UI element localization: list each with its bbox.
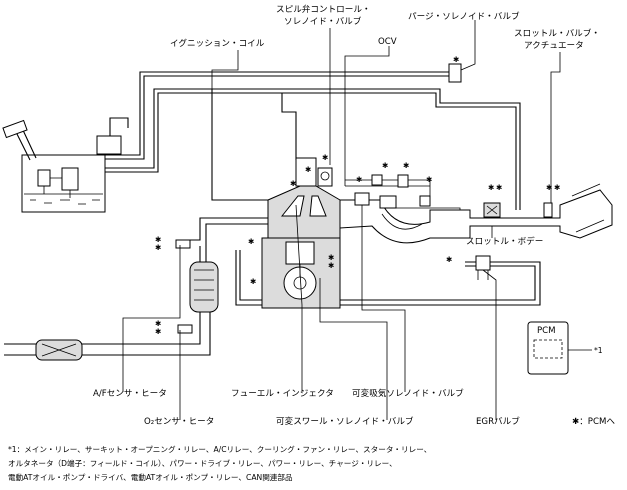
fuel-tank-assembly <box>2 117 129 213</box>
af-sensor-label: A/Fセンサ・ヒータ <box>93 388 167 399</box>
vapor-pipe <box>72 71 456 156</box>
ignition-coil-body <box>295 157 317 187</box>
intake-pipe-inner <box>239 250 536 301</box>
component-labels: スピル弁コントロール・ ソレノイド・バルブ パージ・ソレノイド・バルブ スロット… <box>93 3 615 427</box>
charcoal-canister <box>96 135 122 155</box>
marker: ✱ <box>248 237 255 246</box>
marker: ✱ <box>554 183 561 192</box>
filler-neck <box>15 127 37 161</box>
o2-sensor-body <box>177 324 193 334</box>
variable-intake-label: 可変吸気ソレノイド・バルブ <box>352 387 464 399</box>
purge-pipe-inner <box>76 92 517 210</box>
swirl-valve-body <box>379 195 397 209</box>
pcm-unit <box>527 321 569 375</box>
ocv-label: OCV <box>378 37 397 47</box>
intake-manifold <box>339 189 613 244</box>
purge-valve-label: パージ・ソレノイド・バルブ <box>408 10 520 22</box>
marker: ✱ <box>322 153 329 162</box>
egr-valve-label: EGRバルブ <box>476 415 520 427</box>
marker: ✱ <box>290 179 297 188</box>
marker: ✱ <box>403 161 410 170</box>
marker: ✱ <box>453 55 460 64</box>
pcm-label: PCM <box>537 326 556 336</box>
spill-valve-body <box>317 167 333 187</box>
variable-intake-valve-body <box>354 192 370 206</box>
intake-system <box>339 63 613 280</box>
pcm-box: PCM *1 <box>527 321 603 375</box>
footnote-line2: オルタネータ（D端子：フィールド・コイル）、パワー・ドライブ・リレー、パワー・リ… <box>8 458 397 468</box>
spill-valve-label-line1: スピル弁コントロール・ <box>276 3 371 15</box>
marker: ✱ <box>155 319 162 328</box>
o2-sensor-label: O₂センサ・ヒータ <box>144 416 214 427</box>
exhaust-manifold-pipe-2 <box>205 223 290 246</box>
front-catalyst <box>189 261 219 313</box>
marker: ✱ <box>356 175 363 184</box>
throttle-actuator-label-line2: アクチュエータ <box>524 40 584 51</box>
pcm-legend: ✱：PCMへ <box>572 417 615 427</box>
piston <box>285 241 315 265</box>
marker: ✱ <box>496 183 503 192</box>
crossover-lines <box>345 179 461 215</box>
marker: ✱ <box>305 165 312 174</box>
leader-lines <box>122 20 561 420</box>
swirl-valve-label: 可変スワール・ソレノイド・バルブ <box>276 415 414 427</box>
pipe-network <box>72 71 541 306</box>
marker: ✱ <box>328 253 335 262</box>
marker: ✱ <box>546 183 553 192</box>
spill-valve-label-line2: ソレノイド・バルブ <box>284 15 362 27</box>
marker: ✱ <box>250 277 257 286</box>
pcm-connection-markers: ✱ ✱ ✱ ✱ ✱ ✱ ✱ ✱ ✱ ✱ ✱ ✱ ✱ ✱ ✱ ✱ ✱ ✱ ✱ ✱ … <box>155 55 561 336</box>
marker: ✱ <box>328 261 335 270</box>
ignition-coil-label: イグニッション・コイル <box>170 37 265 49</box>
af-sensor-body <box>175 239 191 249</box>
marker: ✱ <box>426 175 433 184</box>
footnote-line1: *1：メイン・リレー、サーキット・オープニング・リレー、A/Cリレー、クーリング… <box>8 444 431 454</box>
marker: ✱ <box>155 243 162 252</box>
engine-block <box>261 157 341 309</box>
ign-pipe <box>211 89 290 201</box>
footnote: *1：メイン・リレー、サーキット・オープニング・リレー、A/Cリレー、クーリング… <box>8 444 431 482</box>
marker: ✱ <box>155 327 162 336</box>
exhaust-system <box>4 239 219 361</box>
marker: ✱ <box>446 255 453 264</box>
marker: ✱ <box>488 183 495 192</box>
cylinder-head <box>267 185 341 241</box>
marker: ✱ <box>382 161 389 170</box>
pcm-note: *1 <box>594 346 603 355</box>
intake-pipe <box>235 250 541 306</box>
spill-pipe <box>281 93 297 160</box>
throttle-actuator-label-line1: スロットル・バルブ・ <box>514 27 600 39</box>
purge-solenoid-valve <box>448 63 462 83</box>
egr-valve <box>475 255 491 271</box>
marker: ✱ <box>155 235 162 244</box>
purge-pipe <box>72 88 521 210</box>
throttle-body-label: スロットル・ボデー <box>466 235 543 247</box>
footnote-line3: 電動ATオイル・ポンプ・ドライバ、電動ATオイル・ポンプ・リレー、CAN関連部品 <box>8 472 293 482</box>
fuel-injector-label: フューエル・インジェクタ <box>231 388 334 399</box>
